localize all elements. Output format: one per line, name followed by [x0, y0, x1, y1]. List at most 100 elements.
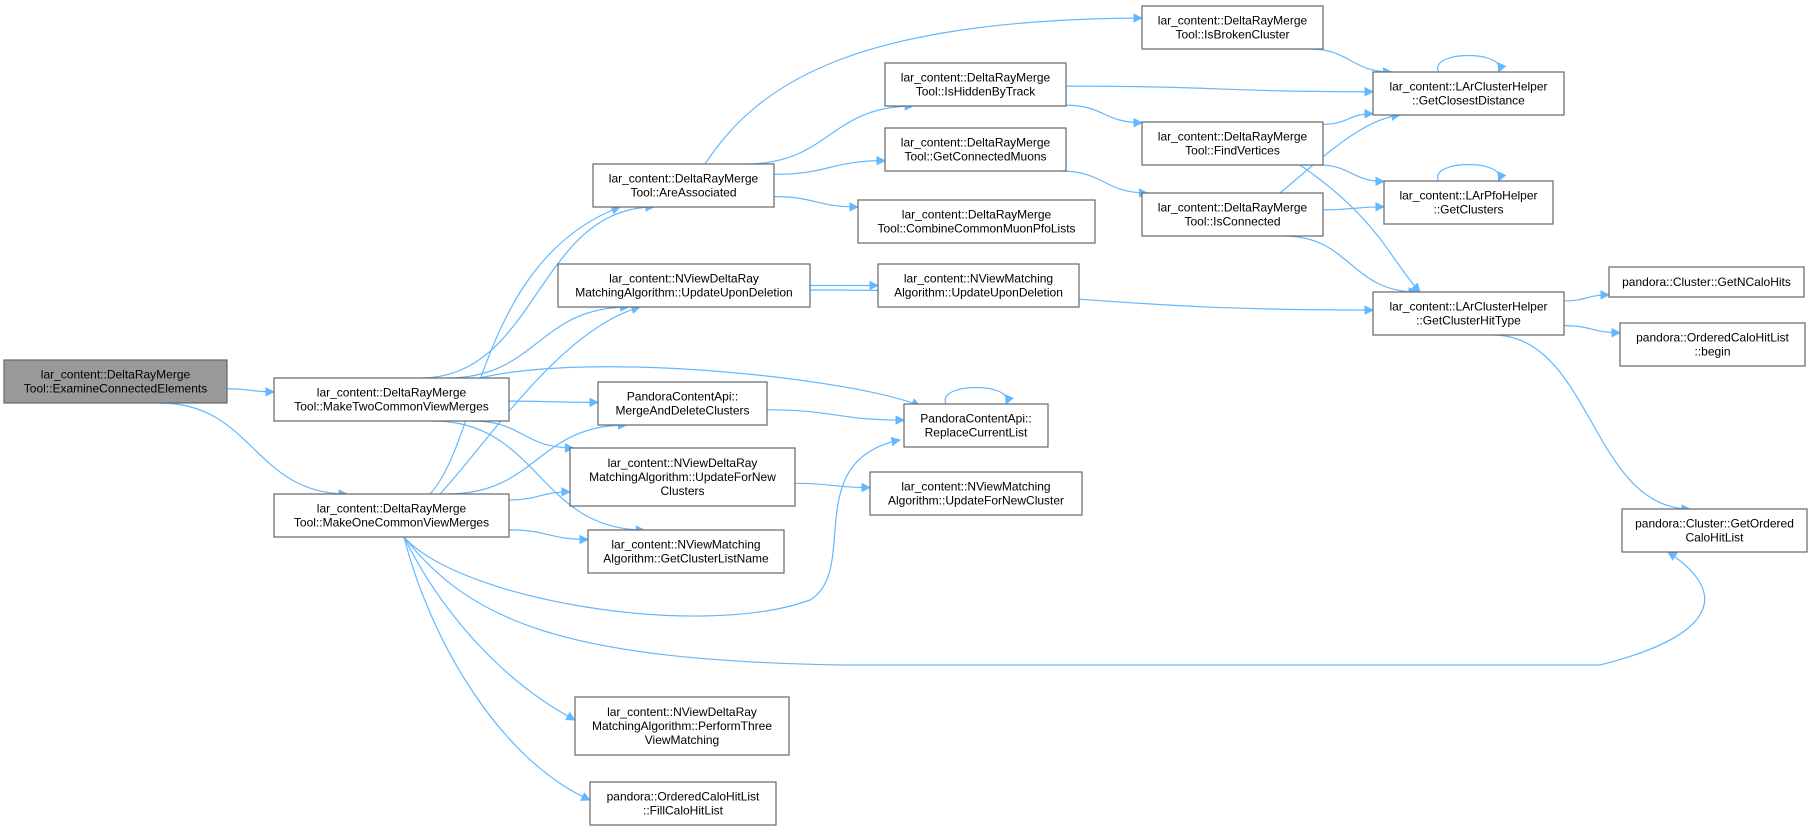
edge-n3-to-n16 — [704, 13, 1143, 165]
edge-n2-to-n6 — [508, 487, 571, 501]
node-label-line: ReplaceCurrentList — [925, 426, 1028, 440]
node-label-line: Tool::FindVertices — [1185, 144, 1280, 158]
node-label-line: pandora::OrderedCaloHitList — [1636, 331, 1789, 345]
graph-node-n9[interactable]: pandora::OrderedCaloHitList::FillCaloHit… — [589, 781, 777, 826]
graph-node-n16[interactable]: lar_content::DeltaRayMergeTool::IsBroken… — [1141, 5, 1324, 50]
node-box — [1619, 322, 1806, 367]
node-box — [597, 381, 768, 426]
graph-node-n23[interactable]: pandora::OrderedCaloHitList::begin — [1619, 322, 1806, 367]
node-box — [1383, 180, 1554, 225]
edge-n2-to-n7 — [508, 529, 589, 545]
graph-node-n12[interactable]: lar_content::DeltaRayMergeTool::CombineC… — [857, 199, 1096, 244]
node-box — [1141, 192, 1324, 237]
edge-layer — [159, 13, 1706, 801]
edge-n2-to-n5 — [447, 420, 628, 495]
edge-n11-to-n18 — [1060, 170, 1149, 198]
edge-n3-to-n12 — [773, 196, 859, 212]
node-label-line: lar_content::NViewDeltaRay — [607, 705, 757, 719]
graph-node-n8[interactable]: lar_content::NViewDeltaRayMatchingAlgori… — [574, 696, 790, 756]
node-box — [903, 403, 1049, 448]
node-box — [589, 781, 777, 826]
node-label-line: lar_content::NViewDeltaRay — [608, 456, 758, 470]
node-label-line: Tool::CombineCommonMuonPfoLists — [877, 222, 1075, 236]
graph-node-n15[interactable]: lar_content::NViewMatchingAlgorithm::Upd… — [869, 471, 1083, 516]
graph-node-n22[interactable]: pandora::Cluster::GetNCaloHits — [1608, 266, 1805, 298]
node-label-line: Tool::MakeOneCommonViewMerges — [294, 516, 489, 530]
node-box — [574, 696, 790, 756]
node-label-line: lar_content::DeltaRayMerge — [41, 368, 191, 382]
node-label-line: lar_content::NViewMatching — [611, 538, 760, 552]
graph-node-n21[interactable]: lar_content::LArClusterHelper::GetCluste… — [1372, 291, 1565, 336]
node-label-line: Tool::MakeTwoCommonViewMerges — [294, 400, 489, 414]
node-label-line: lar_content::NViewDeltaRay — [609, 272, 759, 286]
self-loop-edge-n20 — [1437, 163, 1507, 182]
edge-n1-to-n5 — [508, 397, 599, 408]
node-box — [3, 359, 228, 404]
graph-node-n5[interactable]: PandoraContentApi::MergeAndDeleteCluster… — [597, 381, 768, 426]
edge-n21-to-n23 — [1563, 325, 1621, 338]
edge-n1-to-n4 — [446, 302, 630, 379]
node-label-line: lar_content::DeltaRayMerge — [317, 502, 467, 516]
graph-node-n10[interactable]: lar_content::DeltaRayMergeTool::IsHidden… — [884, 62, 1067, 107]
graph-node-n14[interactable]: PandoraContentApi::ReplaceCurrentList — [903, 403, 1049, 448]
graph-node-n7[interactable]: lar_content::NViewMatchingAlgorithm::Get… — [587, 529, 785, 574]
node-label-line: lar_content::DeltaRayMerge — [1158, 130, 1308, 144]
node-label-line: ::GetClusterHitType — [1416, 314, 1521, 328]
edge-n3-to-n10 — [745, 101, 915, 165]
node-label-line: MergeAndDeleteClusters — [615, 404, 749, 418]
node-label-line: ViewMatching — [645, 733, 719, 747]
node-label-line: lar_content::DeltaRayMerge — [1158, 201, 1308, 215]
graph-node-n6[interactable]: lar_content::NViewDeltaRayMatchingAlgori… — [569, 447, 796, 507]
node-label-line: Clusters — [660, 484, 704, 498]
node-box — [1608, 266, 1805, 298]
node-box — [869, 471, 1083, 516]
edge-n18-to-n21 — [1283, 235, 1419, 297]
node-box — [1141, 121, 1324, 166]
node-box — [273, 377, 510, 422]
edge-n10-to-n17 — [1065, 104, 1143, 128]
edge-n5-to-n14 — [766, 409, 905, 425]
graph-node-n0[interactable]: lar_content::DeltaRayMergeTool::ExamineC… — [3, 359, 228, 404]
node-box — [569, 447, 796, 507]
node-label-line: PandoraContentApi:: — [920, 412, 1031, 426]
graph-node-n20[interactable]: lar_content::LArPfoHelper::GetClusters — [1383, 180, 1554, 225]
graph-node-n4[interactable]: lar_content::NViewDeltaRayMatchingAlgori… — [557, 263, 811, 308]
edge-n3-to-n11 — [773, 155, 886, 175]
edge-n2-to-n4 — [439, 304, 641, 495]
edge-n1-to-n3 — [420, 202, 656, 379]
node-label-line: pandora::Cluster::GetOrdered — [1635, 517, 1794, 531]
edge-n1-to-n14 — [479, 366, 921, 407]
edge-n2-to-n9 — [403, 536, 591, 801]
node-layer: lar_content::DeltaRayMergeTool::ExamineC… — [3, 5, 1808, 826]
node-label-line: pandora::OrderedCaloHitList — [607, 790, 760, 804]
edge-n16-to-n19 — [1309, 48, 1393, 77]
edge-n10-to-n19 — [1065, 85, 1374, 97]
edge-n21-to-n24 — [1492, 334, 1692, 514]
graph-node-n19[interactable]: lar_content::LArClusterHelper::GetCloses… — [1372, 71, 1565, 116]
node-label-line: MatchingAlgorithm::UpdateUponDeletion — [575, 286, 792, 300]
graph-node-n2[interactable]: lar_content::DeltaRayMergeTool::MakeOneC… — [273, 493, 510, 538]
node-label-line: lar_content::DeltaRayMerge — [317, 386, 467, 400]
node-label-line: Tool::IsHiddenByTrack — [916, 85, 1037, 99]
graph-node-n17[interactable]: lar_content::DeltaRayMergeTool::FindVert… — [1141, 121, 1324, 166]
graph-node-n11[interactable]: lar_content::DeltaRayMergeTool::GetConne… — [884, 127, 1067, 172]
node-label-line: lar_content::LArPfoHelper — [1399, 189, 1537, 203]
node-box — [1372, 71, 1565, 116]
graph-node-n18[interactable]: lar_content::DeltaRayMergeTool::IsConnec… — [1141, 192, 1324, 237]
node-box — [857, 199, 1096, 244]
node-label-line: Tool::IsBrokenCluster — [1175, 28, 1289, 42]
graph-node-n3[interactable]: lar_content::DeltaRayMergeTool::AreAssoc… — [592, 163, 775, 208]
node-label-line: ::FillCaloHitList — [643, 804, 724, 818]
node-label-line: lar_content::LArClusterHelper — [1389, 80, 1547, 94]
node-label-line: Tool::AreAssociated — [630, 186, 736, 200]
node-label-line: lar_content::LArClusterHelper — [1389, 300, 1547, 314]
graph-node-n13[interactable]: lar_content::NViewMatchingAlgorithm::Upd… — [877, 263, 1080, 308]
edge-n1-to-n6 — [472, 420, 575, 453]
graph-node-n1[interactable]: lar_content::DeltaRayMergeTool::MakeTwoC… — [273, 377, 510, 422]
node-label-line: ::GetClosestDistance — [1412, 94, 1525, 108]
node-label-line: lar_content::DeltaRayMerge — [609, 172, 759, 186]
edge-n18-to-n20 — [1322, 201, 1385, 212]
node-label-line: ::GetClusters — [1433, 203, 1503, 217]
